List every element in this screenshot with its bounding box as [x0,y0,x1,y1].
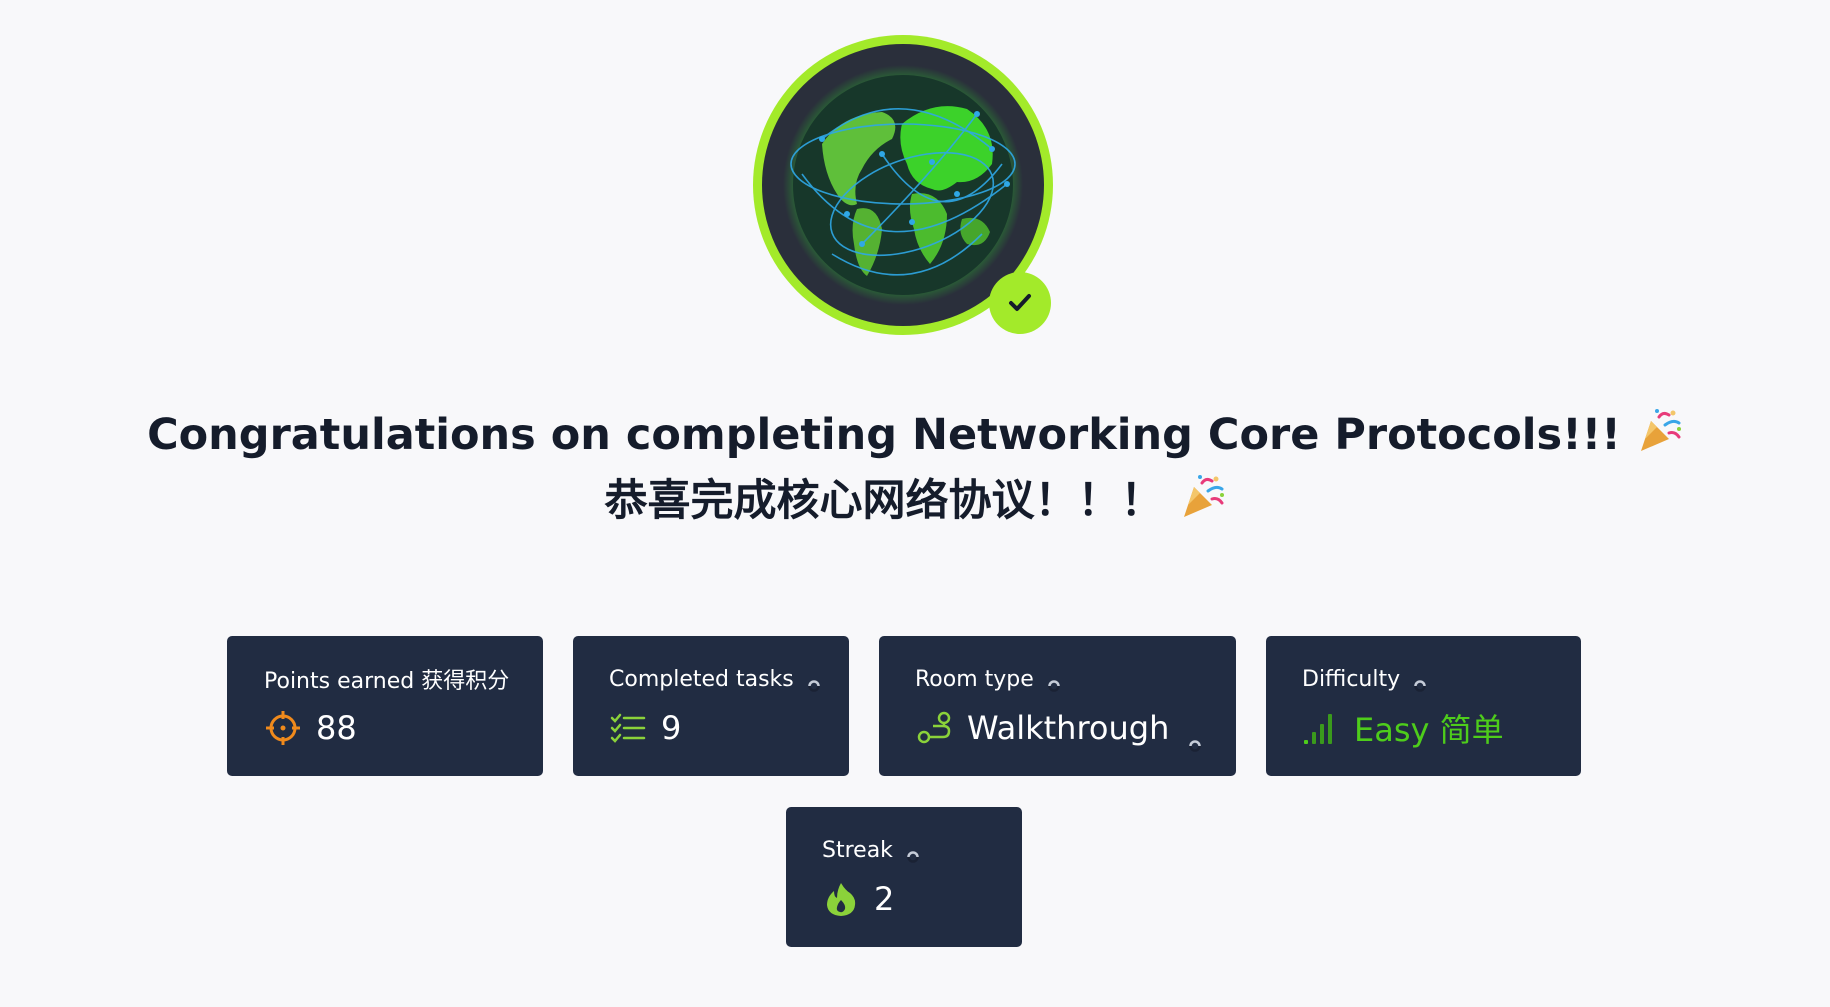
streak-value: 2 [874,880,895,918]
room-type-card: Room type Walkthrough [879,636,1236,776]
points-value-row: 88 [264,708,543,748]
title-line-en: Congratulations on completing Networking… [0,402,1830,468]
difficulty-label: Difficulty [1302,666,1401,692]
checkmark-icon [989,272,1051,334]
flame-icon [822,880,860,918]
points-card: Points earned 获得积分 88 [227,636,543,776]
globe-network-icon [762,44,1044,326]
tasks-value-row: 9 [609,708,849,748]
title-en-text: Congratulations on completing Networking… [147,410,1621,460]
points-value: 88 [316,709,357,747]
loading-spinner-icon [907,844,919,863]
loading-spinner-icon [1189,722,1202,752]
room-type-label-row: Room type [915,664,1236,694]
crosshair-icon [264,709,302,747]
title-zh-text: 恭喜完成核心网络协议！！！ [604,476,1164,526]
room-type-label: Room type [915,666,1034,692]
streak-label-row: Streak [822,835,1022,865]
title-line-zh: 恭喜完成核心网络协议！！！ [0,468,1830,534]
loading-spinner-icon [808,673,820,692]
party-popper-icon [1178,473,1226,521]
signal-bars-icon [1302,709,1340,747]
page-title: Congratulations on completing Networking… [0,402,1830,534]
difficulty-value-row: Easy 简单 [1302,708,1581,749]
room-type-value: Walkthrough [967,709,1170,747]
tasks-value: 9 [661,709,682,747]
loading-spinner-icon [1048,673,1060,692]
tasks-label-row: Completed tasks [609,664,849,694]
room-type-value-row: Walkthrough [915,708,1236,752]
streak-value-row: 2 [822,879,1022,919]
points-label: Points earned 获得积分 [264,669,510,694]
streak-label: Streak [822,837,893,863]
difficulty-card: Difficulty Easy 简单 [1266,636,1581,776]
room-badge [753,35,1053,335]
checklist-icon [609,709,647,747]
difficulty-label-row: Difficulty [1302,664,1581,694]
difficulty-value: Easy 简单 [1354,711,1504,749]
tasks-label: Completed tasks [609,666,794,692]
route-path-icon [915,709,953,747]
tasks-card: Completed tasks 9 [573,636,849,776]
loading-spinner-icon [1414,673,1426,692]
streak-card: Streak 2 [786,807,1022,947]
party-popper-icon [1635,407,1683,455]
